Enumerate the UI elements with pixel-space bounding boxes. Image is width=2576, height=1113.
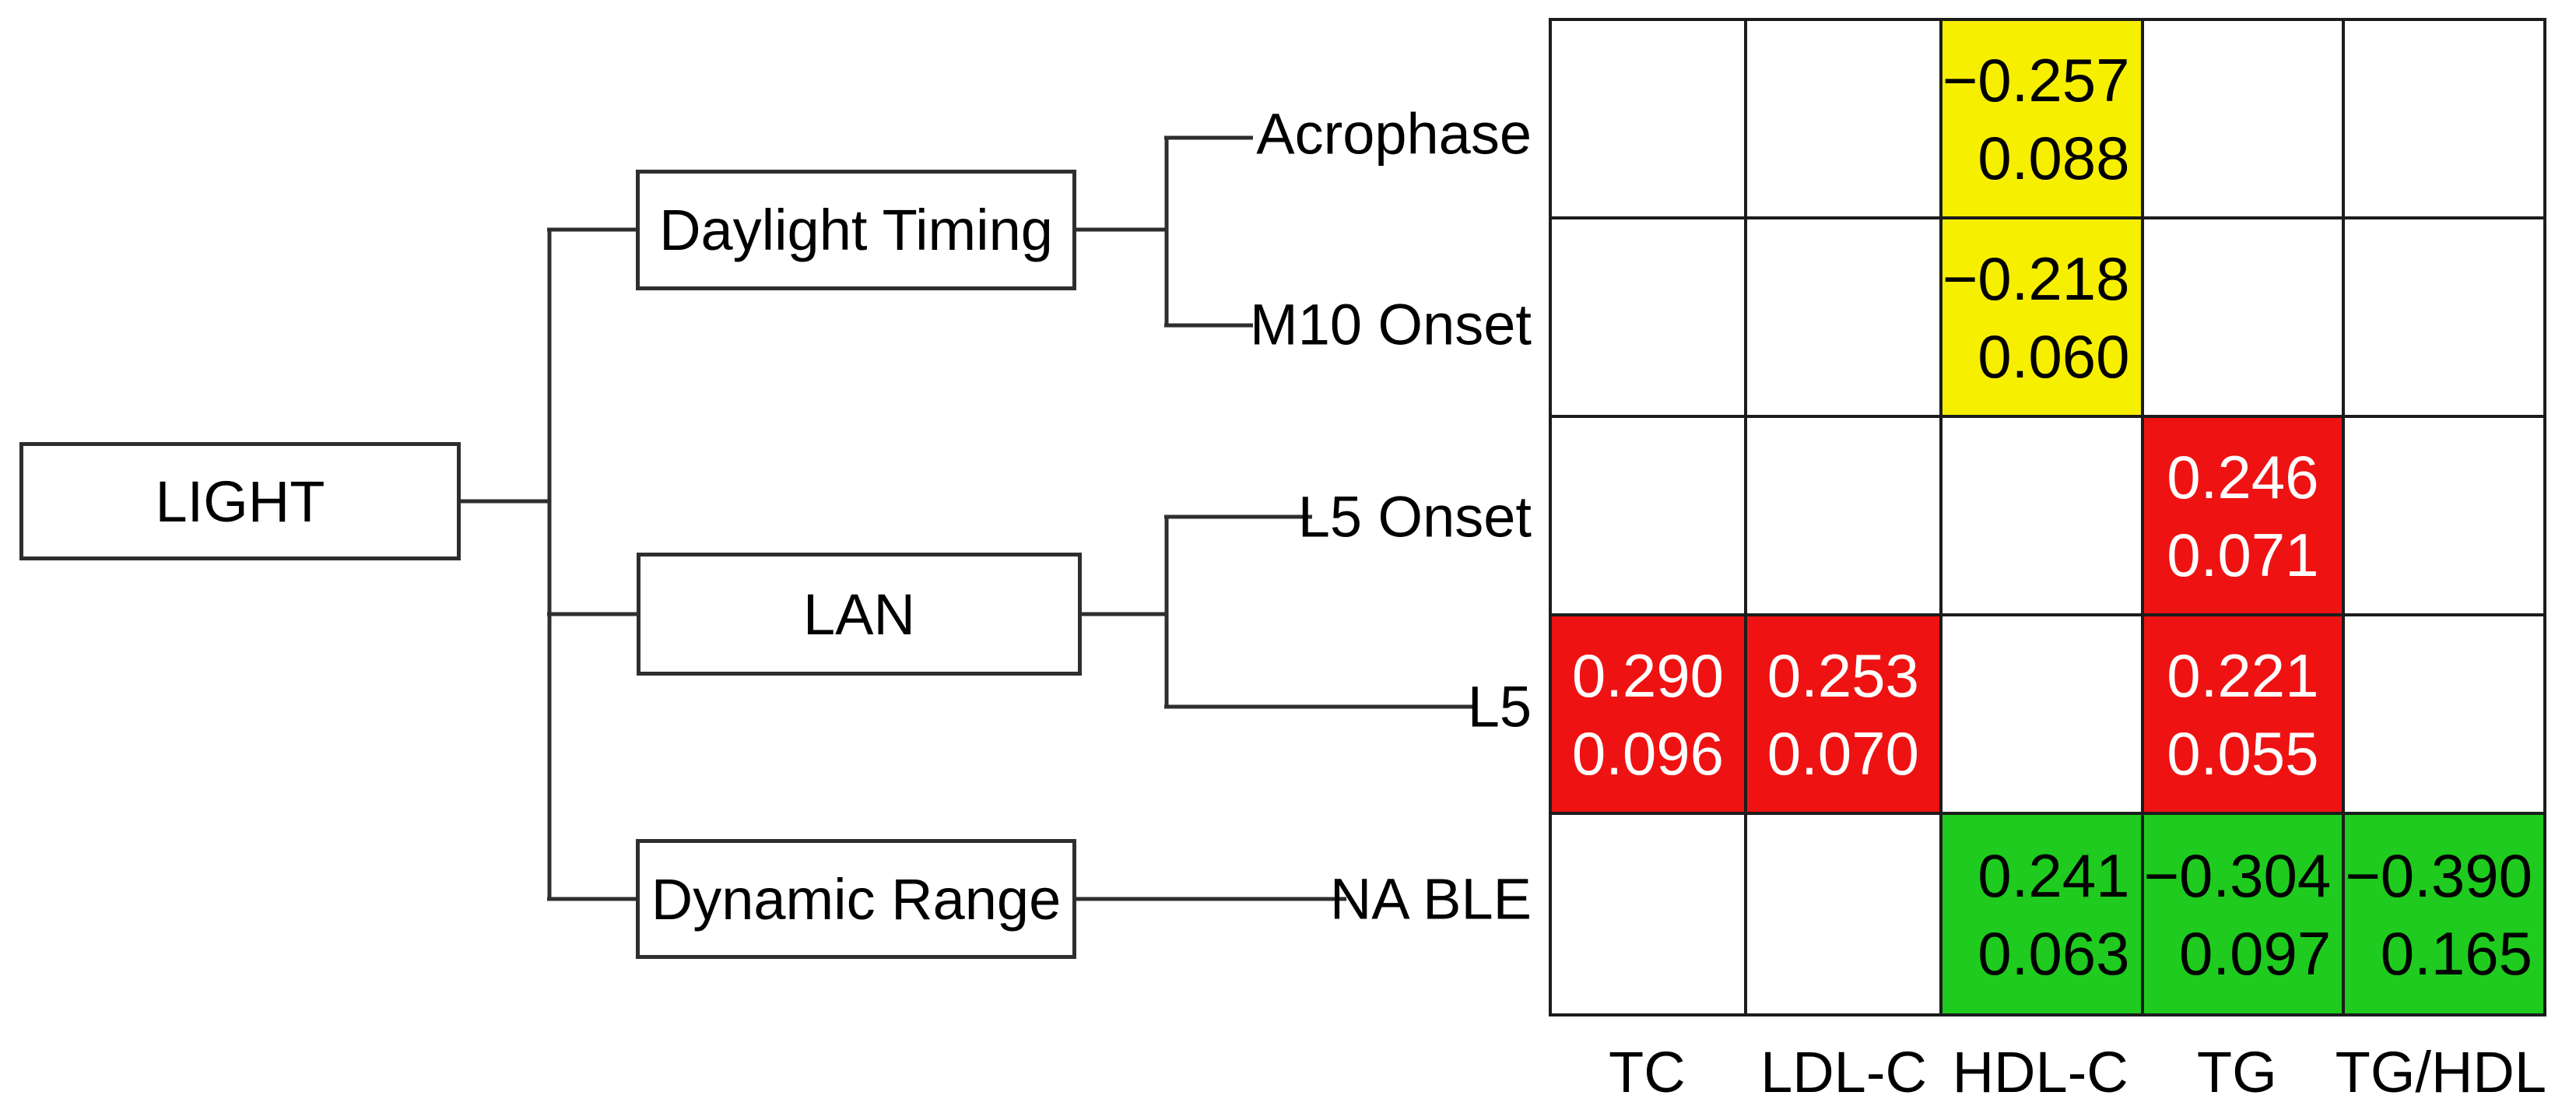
matrix-cell-acrophase-tghdl xyxy=(2345,21,2543,219)
matrix-cell-nable-ldlc xyxy=(1746,815,1943,1013)
column-label-tc: TC xyxy=(1609,1039,1686,1104)
matrix-cell-l5onset-hdlc xyxy=(1942,418,2144,616)
cell-p-value: 0.071 xyxy=(2167,520,2319,589)
branch-node-label: Dynamic Range xyxy=(651,866,1062,932)
matrix-cell-acrophase-tg xyxy=(2143,21,2346,219)
branch-node-label: LAN xyxy=(803,581,915,647)
cell-p-value: 0.063 xyxy=(1978,918,2130,988)
matrix-cell-l5-hdlc xyxy=(1942,616,2144,815)
column-label-ldlc: LDL-C xyxy=(1760,1039,1927,1104)
cell-p-value: 0.060 xyxy=(1978,321,2130,391)
cell-p-value: 0.096 xyxy=(1571,718,1725,788)
leaf-label-l5-onset: L5 Onset xyxy=(1297,484,1532,549)
matrix-cell-l5-ldlc: 0.253 0.070 xyxy=(1746,616,1943,815)
matrix-cell-l5onset-tc xyxy=(1552,418,1747,616)
matrix-cell-nable-tg: −0.304 0.097 xyxy=(2143,815,2346,1013)
branch-node-daylight-timing: Daylight Timing xyxy=(636,170,1076,290)
matrix-cell-l5onset-tg: 0.246 0.071 xyxy=(2143,418,2346,616)
cell-coefficient: −0.304 xyxy=(2143,841,2332,910)
cell-coefficient: −0.390 xyxy=(2345,841,2532,910)
cell-coefficient: −0.257 xyxy=(1942,45,2130,114)
cell-p-value: 0.088 xyxy=(1978,123,2130,192)
matrix-cell-m10onset-tghdl xyxy=(2345,219,2543,418)
matrix-cell-m10onset-hdlc: −0.218 0.060 xyxy=(1942,219,2144,418)
cell-coefficient: 0.253 xyxy=(1767,641,1919,710)
cell-p-value: 0.055 xyxy=(2167,718,2319,788)
matrix-cell-nable-tc xyxy=(1552,815,1747,1013)
leaf-label-l5: L5 xyxy=(1467,674,1532,739)
cell-p-value: 0.165 xyxy=(2380,918,2532,988)
root-node-label: LIGHT xyxy=(155,469,325,534)
cell-coefficient: 0.246 xyxy=(2167,442,2319,511)
matrix-cell-l5-tg: 0.221 0.055 xyxy=(2143,616,2346,815)
column-label-tghdl: TG/HDL xyxy=(2335,1039,2546,1104)
branch-node-dynamic-range: Dynamic Range xyxy=(636,839,1076,959)
cell-coefficient: 0.241 xyxy=(1978,841,2130,910)
root-node-light: LIGHT xyxy=(19,442,461,560)
cell-coefficient: −0.218 xyxy=(1942,244,2130,313)
branch-node-lan: LAN xyxy=(637,553,1082,676)
correlation-matrix: −0.257 0.088 −0.218 0.060 0.246 0.071 0.… xyxy=(1549,18,2546,1016)
matrix-cell-l5onset-ldlc xyxy=(1746,418,1943,616)
matrix-cell-nable-tghdl: −0.390 0.165 xyxy=(2345,815,2543,1013)
cell-coefficient: 0.221 xyxy=(2167,641,2319,710)
cell-p-value: 0.070 xyxy=(1767,718,1919,788)
matrix-cell-acrophase-hdlc: −0.257 0.088 xyxy=(1942,21,2144,219)
matrix-cell-l5-tc: 0.290 0.096 xyxy=(1552,616,1747,815)
branch-node-label: Daylight Timing xyxy=(659,198,1053,262)
matrix-cell-l5-tghdl xyxy=(2345,616,2543,815)
matrix-cell-m10onset-tg xyxy=(2143,219,2346,418)
cell-p-value: 0.097 xyxy=(2179,918,2332,988)
leaf-label-acrophase: Acrophase xyxy=(1256,101,1532,167)
matrix-cell-m10onset-ldlc xyxy=(1746,219,1943,418)
leaf-label-na-ble: NA BLE xyxy=(1329,866,1532,932)
matrix-cell-m10onset-tc xyxy=(1552,219,1747,418)
cell-coefficient: 0.290 xyxy=(1571,641,1725,710)
matrix-cell-acrophase-ldlc xyxy=(1746,21,1943,219)
matrix-column-labels: TC LDL-C HDL-C TG TG/HDL xyxy=(1549,1037,2546,1107)
matrix-cell-l5onset-tghdl xyxy=(2345,418,2543,616)
column-label-hdlc: HDL-C xyxy=(1952,1039,2129,1104)
leaf-label-m10-onset: M10 Onset xyxy=(1250,292,1532,357)
matrix-cell-nable-hdlc: 0.241 0.063 xyxy=(1942,815,2144,1013)
matrix-cell-acrophase-tc xyxy=(1552,21,1747,219)
column-label-tg: TG xyxy=(2196,1039,2277,1104)
